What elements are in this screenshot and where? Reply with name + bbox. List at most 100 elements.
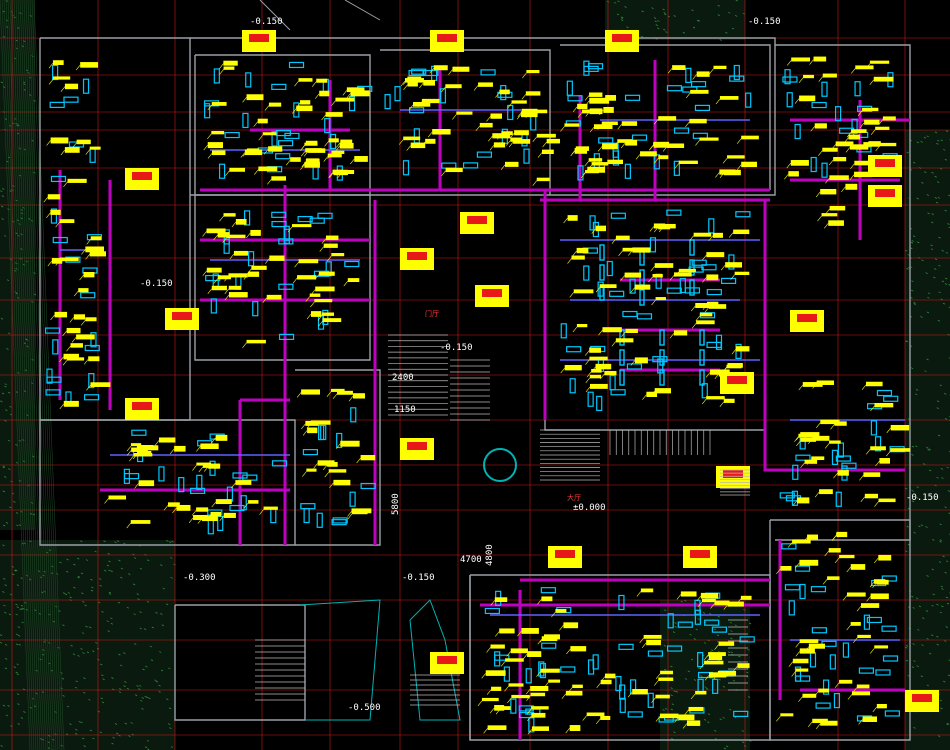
landscape-dot [102,678,105,681]
tag-leader [314,93,320,99]
landscape-dot [716,634,720,637]
duct-network [58,60,910,740]
tag-leader [314,274,320,280]
landscape-dot [95,642,98,644]
tag-leader [710,603,715,609]
tag-leader [621,331,626,337]
fan-coil-unit [884,710,900,717]
fan-coil-unit [679,277,686,294]
tag-leader [441,170,446,176]
annotation-tag [699,137,719,141]
landscape-dot [747,696,751,698]
annotation-tag [727,601,744,607]
fan-coil-unit [245,72,252,88]
annotation-tag [536,133,556,138]
landscape-dot [111,742,114,745]
annotation-tag [589,347,601,353]
tag-leader [509,133,515,139]
annotation-tag [658,677,674,681]
landscape-dot [64,593,68,596]
tag-leader [654,158,659,164]
tag-leader [870,129,876,135]
annotation-tag [615,235,630,241]
annotation-tag [500,706,511,710]
fan-coil-unit [851,118,858,134]
annotation-tag [713,65,727,70]
landscape-dot [936,407,939,409]
landscape-dot [15,569,18,572]
landscape-dot [144,746,148,749]
fan-coil-unit [792,464,799,480]
fan-coil-unit [178,477,185,493]
tag-leader [536,671,541,677]
landscape-dot [722,685,726,688]
landscape-dot [107,552,110,555]
tag-leader [586,371,592,378]
landscape-dot [927,292,931,295]
annotation-tag [695,690,707,695]
fan-coil-unit [795,454,811,461]
annotation-tag [591,368,602,373]
tag-leader [55,222,60,228]
section-marker-red [437,656,457,664]
landscape-dot [907,254,910,256]
annotation-tag [76,334,95,340]
tag-leader [525,688,531,695]
annotation-tag [445,84,462,89]
tag-leader [572,106,578,113]
fan-coil-unit [408,107,425,114]
annotation-tag [354,156,368,162]
annotation-tag [589,97,610,104]
fan-coil-unit [560,323,567,339]
tag-leader [327,153,332,159]
tag-leader [79,274,84,281]
annotation-tag [833,157,847,162]
tag-leader [886,450,891,457]
tag-leader [473,85,479,91]
landscape-dot [21,45,25,48]
tag-leader [859,122,865,128]
annotation-tag [652,273,663,278]
landscape-dot [927,296,930,299]
landscape-dot [94,550,97,553]
tag-leader [814,492,820,498]
fan-coil-unit [870,420,878,436]
fan-coil-unit [271,211,287,218]
landscape-dot [18,643,21,646]
landscape-dot [7,439,11,442]
fan-coil-unit [689,239,695,256]
tag-leader [560,367,565,374]
landscape-dot [944,640,947,642]
landscape-dot [170,746,174,748]
annotation-tag [202,464,214,468]
fan-coil-unit [303,507,310,524]
landscape-dot [934,131,938,134]
annotation-tag [337,390,353,395]
section-marker-red [875,189,895,197]
landscape-dot [937,735,941,738]
dimension-1150: 1150 [394,405,416,415]
annotation-tag [452,66,470,72]
annotation-tag [328,138,339,143]
landscape-dot [15,671,18,674]
fan-coil-unit [715,334,723,350]
tag-leader [246,232,251,239]
tag-leader [211,437,216,444]
fan-coil-unit [691,259,707,266]
landscape-dot [641,10,644,13]
landscape-dot [905,550,908,553]
landscape-dot [140,699,143,702]
landscape-dot [616,13,620,16]
annotation-tag [201,515,218,522]
tag-leader [196,446,201,452]
level-center-main: ±0.000 [573,503,606,513]
annotation-tag [699,312,713,317]
annotation-tag [481,697,499,702]
annotation-tag [228,273,248,278]
tag-leader [815,191,821,198]
tag-leader [650,265,655,272]
landscape-dot [77,557,80,560]
annotation-tag [601,121,618,126]
annotation-tag [360,455,376,461]
annotation-tag [499,628,515,634]
